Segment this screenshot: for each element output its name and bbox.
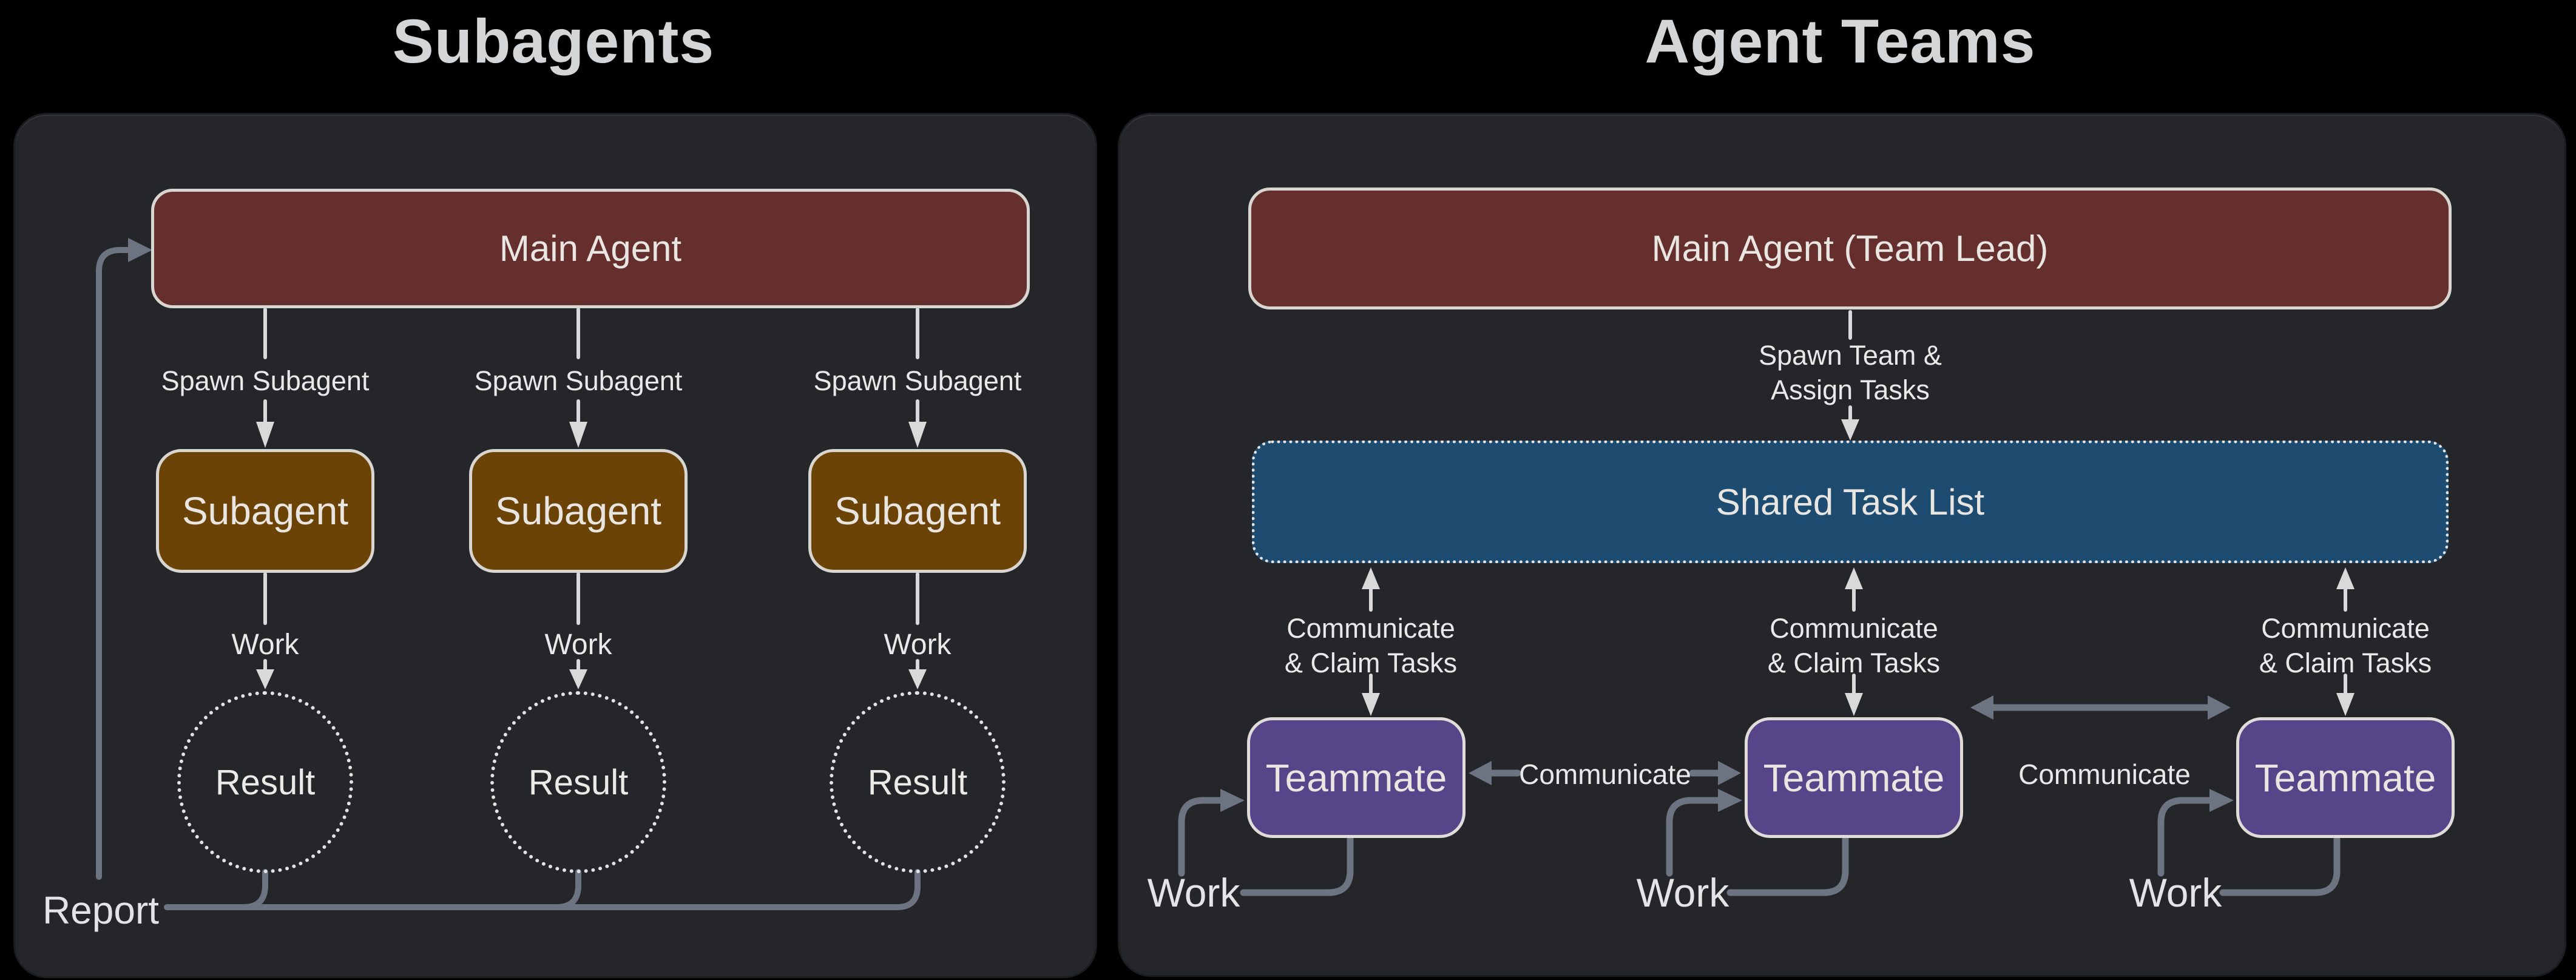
subagents-panel: Main Agent Spawn Subagent Spawn Subagent… [13, 113, 1097, 978]
claim-tasks-label-3: Communicate & Claim Tasks [2218, 611, 2473, 680]
spawn-team-arrowhead [1841, 419, 1859, 441]
result-circle-1: Result [177, 691, 353, 873]
teammate-work-label-3: Work [2129, 870, 2222, 915]
teammate-box-1: Teammate [1247, 717, 1465, 838]
work-loop-down-1 [1240, 836, 1354, 896]
result-label: Result [215, 762, 316, 802]
work-arrowhead-1 [256, 669, 274, 689]
subagent-label: Subagent [834, 489, 1001, 533]
teammate-box-2: Teammate [1745, 717, 1963, 838]
claim-up-arrowhead-3 [2336, 567, 2355, 589]
subagents-connectors-svg [96, 238, 927, 910]
report-loop-vertical-line [96, 247, 131, 880]
spawn-arrowhead-1 [256, 422, 274, 448]
result-circle-2: Result [490, 691, 666, 873]
claim-tasks-label-1: Communicate & Claim Tasks [1243, 611, 1498, 680]
work-loop-arrowhead-1 [1220, 789, 1245, 812]
communicate-label-2: Communicate [2018, 759, 2191, 790]
spawn-arrowhead-3 [908, 422, 927, 448]
claim-tasks-label-2: Communicate & Claim Tasks [1726, 611, 1981, 680]
teammate-work-label-2: Work [1636, 870, 1729, 915]
claim-up-arrowhead-1 [1362, 567, 1380, 589]
communicate-arrowhead-right-1 [1718, 761, 1741, 785]
communicate-label-1: Communicate [1519, 759, 1691, 790]
subagent-label: Subagent [181, 489, 349, 533]
work-loop-arrowhead-3 [2209, 789, 2234, 812]
claim-tasks-label-line1: Communicate [2261, 613, 2430, 644]
work-loop-up-2 [1666, 797, 1722, 877]
claim-tasks-label-line2: & Claim Tasks [2259, 647, 2432, 678]
work-label-3: Work [884, 629, 952, 661]
team-lead-box: Main Agent (Team Lead) [1248, 188, 2452, 309]
shared-task-list-label: Shared Task List [1716, 481, 1985, 522]
work-loop-up-1 [1178, 797, 1224, 877]
subagent-box-1: Subagent [156, 449, 374, 573]
teammate-label: Teammate [1265, 755, 1447, 800]
spawn-team-label-line2: Assign Tasks [1771, 374, 1930, 405]
claim-tasks-label-line2: & Claim Tasks [1284, 647, 1458, 678]
claim-tasks-label-line2: & Claim Tasks [1767, 647, 1941, 678]
teammate-label: Teammate [1763, 755, 1945, 800]
right-title: Agent Teams [1645, 7, 2036, 76]
spawn-subagent-label-2: Spawn Subagent [474, 365, 683, 396]
claim-down-arrowhead-3 [2336, 693, 2355, 716]
agent-teams-panel: Main Agent (Team Lead) Spawn Team & Assi… [1118, 113, 2566, 977]
communicate-arrowhead-left-2 [1970, 695, 1993, 720]
result-label: Result [528, 762, 629, 802]
teammate-box-3: Teammate [2236, 717, 2455, 838]
work-loop-down-2 [1726, 836, 1849, 896]
claim-down-arrowhead-2 [1845, 693, 1863, 716]
claim-down-arrowhead-1 [1362, 693, 1380, 716]
subagent-box-3: Subagent [808, 449, 1027, 573]
work-loop-arrowhead-2 [1718, 789, 1742, 812]
work-arrowhead-3 [908, 669, 927, 689]
work-loop-up-3 [2157, 797, 2213, 877]
report-label: Report [42, 888, 160, 932]
work-label-2: Work [544, 629, 612, 661]
claim-tasks-label-line1: Communicate [1770, 613, 1938, 644]
main-agent-label: Main Agent [499, 228, 682, 269]
subagent-label: Subagent [495, 489, 662, 533]
teammate-work-label-1: Work [1147, 870, 1240, 915]
work-loop-down-3 [2219, 836, 2341, 896]
work-label-1: Work [231, 629, 299, 661]
result-1-stub-line [240, 869, 268, 910]
teammate-label: Teammate [2254, 755, 2436, 800]
claim-tasks-label-line1: Communicate [1286, 613, 1455, 644]
communicate-arrowhead-right-2 [2208, 695, 2231, 720]
spawn-subagent-label-1: Spawn Subagent [161, 365, 370, 396]
spawn-arrowhead-2 [569, 422, 587, 448]
claim-up-arrowhead-2 [1845, 567, 1863, 589]
report-collector-line [164, 869, 921, 910]
main-agent-box: Main Agent [151, 189, 1030, 308]
team-lead-label: Main Agent (Team Lead) [1651, 228, 2049, 269]
agent-teams-connectors-svg [1178, 310, 2355, 896]
result-circle-3: Result [830, 691, 1006, 873]
communicate-arrowhead-left-1 [1469, 761, 1492, 785]
work-arrowhead-2 [569, 669, 587, 689]
spawn-team-label-line1: Spawn Team & [1759, 340, 1942, 371]
result-2-stub-line [553, 869, 581, 910]
report-loop-arrowhead [128, 238, 152, 262]
subagent-box-2: Subagent [469, 449, 688, 573]
result-label: Result [867, 762, 968, 802]
left-title: Subagents [392, 7, 715, 76]
spawn-subagent-label-3: Spawn Subagent [813, 365, 1022, 396]
shared-task-list-box: Shared Task List [1252, 441, 2449, 563]
spawn-team-label: Spawn Team & Assign Tasks [1699, 338, 2002, 407]
